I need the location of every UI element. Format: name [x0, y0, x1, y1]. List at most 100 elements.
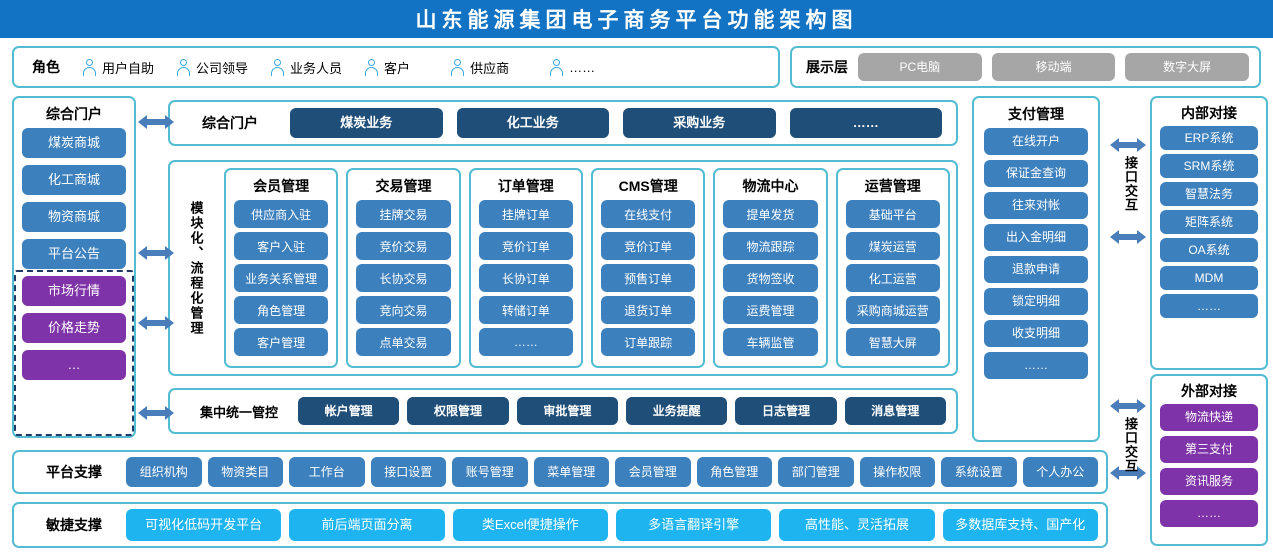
module-item[interactable]: 竞向交易	[356, 296, 451, 324]
portal-item-announcement[interactable]: 平台公告	[22, 239, 126, 269]
module-item[interactable]: 挂牌订单	[478, 200, 573, 228]
portal-item-market-quotes[interactable]: 市场行情	[22, 276, 126, 306]
agile-support-item[interactable]: 多数据库支持、国产化	[942, 509, 1098, 541]
module-item[interactable]: 化工运营	[845, 264, 940, 292]
display-layer-item-pc[interactable]: PC电脑	[858, 53, 982, 81]
module-item[interactable]: 挂牌交易	[356, 200, 451, 228]
role-label: 用户自助	[102, 60, 155, 76]
external-dock-item-express[interactable]: 物流快递	[1160, 404, 1258, 431]
agile-support-item[interactable]: 可视化低码开发平台	[126, 509, 282, 541]
connector-arrow	[1110, 135, 1146, 155]
module-item[interactable]: 在线支付	[600, 200, 696, 228]
role-item[interactable]: 用户自助	[82, 58, 154, 77]
platform-support-item[interactable]: 角色管理	[696, 457, 772, 487]
portal-item-material-mall[interactable]: 物资商城	[22, 202, 126, 232]
business-item-procurement[interactable]: 采购业务	[623, 108, 776, 138]
module-item[interactable]: 退货订单	[600, 296, 696, 324]
portal-item-more[interactable]: …	[22, 350, 126, 380]
module-item[interactable]: 点单交易	[356, 328, 451, 356]
portal-item-coal-mall[interactable]: 煤炭商城	[22, 128, 126, 158]
module-item[interactable]: 车辆监管	[723, 328, 818, 356]
comprehensive-portal-panel: 综合门户 煤炭业务 化工业务 采购业务 ……	[168, 100, 958, 146]
display-layer-item-bigscreen[interactable]: 数字大屏	[1125, 53, 1250, 81]
module-item[interactable]: ……	[478, 328, 573, 356]
connector-arrow	[138, 112, 174, 132]
unified-control-item-reminder[interactable]: 业务提醒	[625, 397, 728, 425]
module-item[interactable]: 采购商城运营	[845, 296, 940, 324]
module-item[interactable]: 货物签收	[723, 264, 818, 292]
portal-item-chemical-mall[interactable]: 化工商城	[22, 165, 126, 195]
internal-dock-item-more[interactable]: ……	[1160, 294, 1258, 318]
module-item[interactable]: 竞价交易	[356, 232, 451, 260]
internal-dock-item-legal[interactable]: 智慧法务	[1160, 182, 1258, 206]
role-item[interactable]: 业务人员	[270, 58, 342, 77]
payment-item-lock-detail[interactable]: 锁定明细	[984, 288, 1088, 315]
internal-dock-item-mdm[interactable]: MDM	[1160, 266, 1258, 290]
module-item[interactable]: 基础平台	[845, 200, 940, 228]
internal-dock-item-oa[interactable]: OA系统	[1160, 238, 1258, 262]
platform-support-item[interactable]: 系统设置	[941, 457, 1017, 487]
role-item[interactable]: 客户	[364, 58, 410, 77]
platform-support-item[interactable]: 操作权限	[859, 457, 935, 487]
platform-support-item[interactable]: 账号管理	[452, 457, 528, 487]
module-item[interactable]: 长协订单	[478, 264, 573, 292]
external-dock-item-third-party-pay[interactable]: 第三支付	[1160, 436, 1258, 463]
business-item-coal[interactable]: 煤炭业务	[290, 108, 443, 138]
module-item[interactable]: 长协交易	[356, 264, 451, 292]
connector-arrow	[1110, 463, 1146, 483]
platform-support-item[interactable]: 个人办公	[1022, 457, 1098, 487]
module-item[interactable]: 智慧大屏	[845, 328, 940, 356]
module-item[interactable]: 运费管理	[723, 296, 818, 324]
module-item[interactable]: 提单发货	[723, 200, 818, 228]
platform-support-item[interactable]: 物资类目	[207, 457, 283, 487]
payment-item-open-account[interactable]: 在线开户	[984, 128, 1088, 155]
module-item[interactable]: 业务关系管理	[234, 264, 329, 292]
unified-control-item-account[interactable]: 帐户管理	[298, 397, 400, 425]
module-item[interactable]: 客户入驻	[234, 232, 329, 260]
payment-item-income-expense[interactable]: 收支明细	[984, 320, 1088, 347]
unified-control-item-message[interactable]: 消息管理	[844, 397, 946, 425]
display-layer-item-mobile[interactable]: 移动端	[991, 53, 1116, 81]
module-item[interactable]: 订单跟踪	[600, 328, 696, 356]
module-item[interactable]: 竞价订单	[478, 232, 573, 260]
role-label: 供应商	[470, 60, 510, 76]
unified-control-item-permission[interactable]: 权限管理	[407, 397, 509, 425]
module-item[interactable]: 角色管理	[234, 296, 329, 324]
agile-support-item[interactable]: 类Excel便捷操作	[452, 509, 608, 541]
role-item[interactable]: 供应商	[450, 58, 509, 77]
business-item-more[interactable]: ……	[789, 108, 942, 138]
unified-control-item-approval[interactable]: 审批管理	[516, 397, 618, 425]
user-icon	[82, 58, 97, 76]
payment-item-deposit-query[interactable]: 保证金查询	[984, 160, 1088, 187]
unified-control-item-log[interactable]: 日志管理	[735, 397, 837, 425]
platform-support-item[interactable]: 会员管理	[615, 457, 691, 487]
agile-support-item[interactable]: 高性能、灵活拓展	[779, 509, 935, 541]
platform-support-item[interactable]: 菜单管理	[533, 457, 609, 487]
payment-item-cashflow-detail[interactable]: 出入金明细	[984, 224, 1088, 251]
module-item[interactable]: 竞价订单	[600, 232, 696, 260]
payment-item-reconciliation[interactable]: 往来对帐	[984, 192, 1088, 219]
portal-item-price-trend[interactable]: 价格走势	[22, 313, 126, 343]
internal-dock-item-srm[interactable]: SRM系统	[1160, 154, 1258, 178]
platform-support-item[interactable]: 工作台	[289, 457, 365, 487]
external-dock-item-more[interactable]: ……	[1160, 500, 1258, 527]
internal-dock-item-erp[interactable]: ERP系统	[1160, 126, 1258, 150]
internal-dock-item-matrix[interactable]: 矩阵系统	[1160, 210, 1258, 234]
payment-item-more[interactable]: ……	[984, 352, 1088, 379]
role-item[interactable]: 公司领导	[176, 58, 248, 77]
platform-support-item[interactable]: 组织机构	[126, 457, 202, 487]
module-item[interactable]: 客户管理	[234, 328, 329, 356]
module-item[interactable]: 供应商入驻	[234, 200, 329, 228]
business-item-chemical[interactable]: 化工业务	[456, 108, 609, 138]
module-item[interactable]: 煤炭运营	[845, 232, 940, 260]
module-item[interactable]: 预售订单	[600, 264, 696, 292]
module-item[interactable]: 物流跟踪	[723, 232, 818, 260]
agile-support-item[interactable]: 前后端页面分离	[289, 509, 445, 541]
external-dock-item-news-service[interactable]: 资讯服务	[1160, 468, 1258, 495]
module-item[interactable]: 转储订单	[478, 296, 573, 324]
agile-support-item[interactable]: 多语言翻译引擎	[615, 509, 772, 541]
role-item[interactable]: ……	[549, 58, 595, 76]
platform-support-item[interactable]: 部门管理	[778, 457, 854, 487]
platform-support-item[interactable]: 接口设置	[370, 457, 446, 487]
payment-item-refund-request[interactable]: 退款申请	[984, 256, 1088, 283]
